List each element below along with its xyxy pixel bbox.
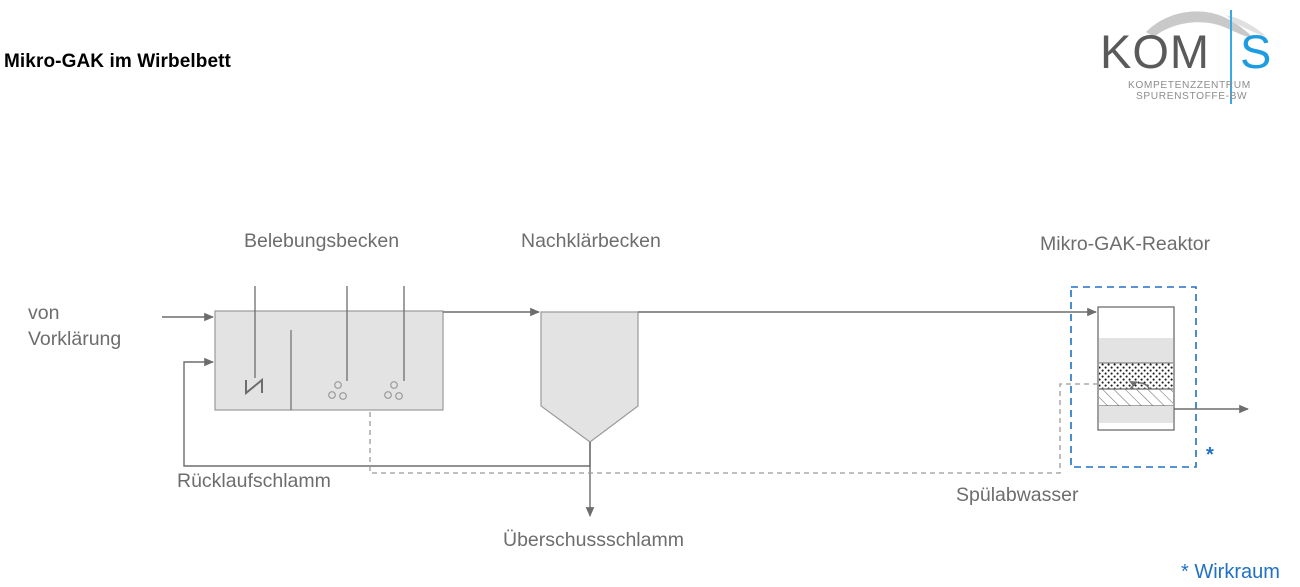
svg-text:S: S [1240,25,1271,78]
footnote-wirkraum: * Wirkraum [1181,561,1280,583]
label-inlet-line1: von [28,302,60,324]
svg-text:KOM: KOM [1100,25,1210,78]
reactor-water-lower [1099,406,1173,423]
label-aeration-tank: Belebungsbecken [244,230,400,252]
aeration-bubbles-2 [384,381,403,400]
koms-logo: KOM S KOMPETENZZENTRUM SPURENSTOFFE-BW [1098,4,1288,108]
label-inlet-line2: Vorklärung [28,328,122,350]
svg-text:SPURENSTOFFE-BW: SPURENSTOFFE-BW [1136,91,1247,102]
mixer-propeller-icon [245,377,263,396]
svg-text:KOMPETENZZENTRUM: KOMPETENZZENTRUM [1128,80,1251,91]
label-mikro-gak-reactor: Mikro-GAK-Reaktor [1040,233,1211,255]
wirkraum-highlight-box [1070,286,1197,468]
reactor-distribution-plate [1099,389,1173,406]
unit-secondary-clarifier [540,311,639,443]
label-secondary-clarifier: Nachklärbecken [521,230,661,252]
footnote-marker-asterisk: * [1206,444,1214,466]
page-title: Mikro-GAK im Wirbelbett [4,51,231,72]
aeration-bubbles-1 [328,381,347,400]
reactor-water-upper [1099,338,1173,363]
flow-backwash-water [369,383,1098,474]
unit-aeration-tank [214,286,444,411]
label-inlet: von Vorklärung [28,300,121,352]
label-excess-sludge: Überschussschlamm [503,529,684,551]
unit-mikro-gak-reactor [1070,286,1197,468]
label-backwash-water: Spülabwasser [956,484,1079,506]
clarifier-body [540,311,639,443]
reactor-gak-bed [1099,363,1173,389]
label-return-sludge: Rücklaufschlamm [177,470,331,492]
logo-swoosh-icon [1146,11,1266,38]
